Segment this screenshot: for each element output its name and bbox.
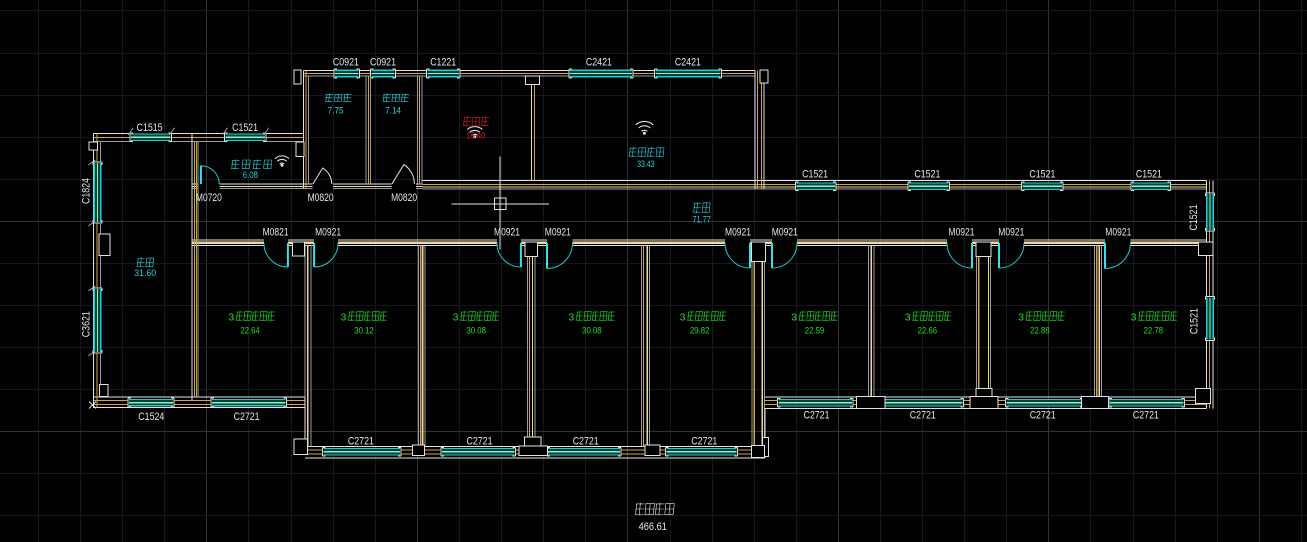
svg-text:3: 3 [1018, 311, 1024, 323]
svg-text:C0921: C0921 [333, 57, 359, 69]
svg-text:C1824: C1824 [81, 178, 93, 204]
svg-text:C2421: C2421 [675, 57, 701, 69]
svg-text:M0820: M0820 [308, 192, 334, 204]
svg-text:16.40: 16.40 [467, 130, 486, 141]
svg-text:M0821: M0821 [263, 226, 289, 238]
svg-text:7.14: 7.14 [385, 106, 401, 117]
svg-text:C1521: C1521 [232, 122, 258, 134]
svg-text:3: 3 [791, 311, 797, 323]
svg-text:29.82: 29.82 [690, 325, 710, 336]
svg-text:3: 3 [680, 311, 686, 323]
svg-text:C1521: C1521 [1188, 205, 1200, 231]
svg-text:6.08: 6.08 [243, 170, 258, 181]
svg-text:C1221: C1221 [430, 57, 456, 69]
svg-text:C1521: C1521 [914, 168, 940, 180]
svg-text:M0921: M0921 [545, 226, 571, 238]
svg-text:M0921: M0921 [998, 226, 1024, 238]
svg-text:30.08: 30.08 [582, 325, 602, 336]
svg-text:3: 3 [340, 311, 346, 323]
svg-text:466.61: 466.61 [639, 521, 667, 533]
svg-text:C2721: C2721 [1133, 409, 1159, 421]
svg-text:71.77: 71.77 [693, 215, 711, 226]
svg-text:22.78: 22.78 [1144, 325, 1164, 336]
svg-text:C2721: C2721 [910, 409, 936, 421]
svg-text:M0921: M0921 [315, 226, 341, 238]
svg-text:M0921: M0921 [1105, 226, 1131, 238]
svg-text:3: 3 [905, 311, 911, 323]
svg-text:C2721: C2721 [804, 409, 830, 421]
svg-text:30.08: 30.08 [466, 325, 486, 336]
svg-text:C2721: C2721 [348, 435, 374, 447]
svg-text:22.59: 22.59 [805, 325, 825, 336]
svg-text:C1521: C1521 [1029, 168, 1055, 180]
svg-text:M0820: M0820 [391, 192, 417, 204]
svg-text:M0921: M0921 [494, 226, 520, 238]
svg-text:C1515: C1515 [137, 122, 163, 134]
svg-text:C2721: C2721 [573, 435, 599, 447]
svg-text:C3621: C3621 [81, 311, 93, 337]
svg-text:30.12: 30.12 [354, 325, 374, 336]
svg-text:M0921: M0921 [725, 226, 751, 238]
svg-text:C1521: C1521 [1136, 168, 1162, 180]
svg-text:C0921: C0921 [370, 57, 396, 69]
svg-text:C2721: C2721 [234, 411, 260, 423]
svg-text:M0921: M0921 [772, 226, 798, 238]
svg-text:3: 3 [453, 311, 459, 323]
svg-text:C1521: C1521 [802, 168, 828, 180]
svg-text:C1524: C1524 [138, 411, 164, 423]
svg-text:C1521: C1521 [1189, 308, 1201, 334]
svg-text:3: 3 [1131, 311, 1137, 323]
svg-text:22.66: 22.66 [918, 325, 938, 336]
svg-text:C2721: C2721 [467, 435, 493, 447]
svg-text:3: 3 [568, 311, 574, 323]
svg-text:33.43: 33.43 [637, 159, 654, 170]
svg-text:22.64: 22.64 [240, 325, 260, 336]
svg-text:31.60: 31.60 [134, 268, 156, 279]
svg-text:22.88: 22.88 [1030, 325, 1050, 336]
svg-text:M0720: M0720 [196, 192, 222, 204]
svg-text:3: 3 [228, 311, 234, 323]
svg-text:C2721: C2721 [1030, 409, 1056, 421]
svg-text:C2421: C2421 [586, 57, 612, 69]
svg-text:7.75: 7.75 [328, 106, 344, 117]
svg-text:C2721: C2721 [691, 435, 717, 447]
svg-text:M0921: M0921 [949, 226, 975, 238]
